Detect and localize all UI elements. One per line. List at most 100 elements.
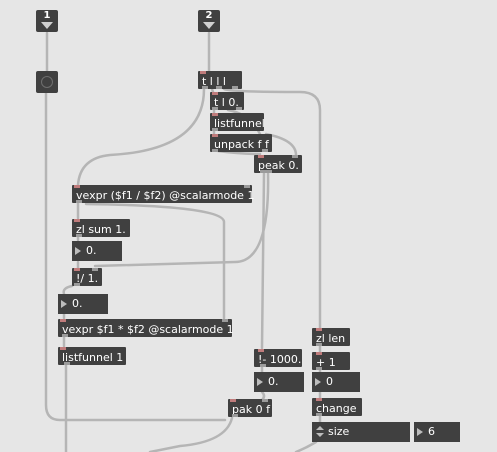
cord-peak-line — [93, 171, 270, 268]
trigger-object[interactable]: t l l l — [198, 71, 242, 89]
number-triangle-icon — [257, 378, 263, 386]
outlet-port — [212, 128, 218, 131]
inlet-port — [262, 399, 268, 402]
zl-len-text: zl len — [316, 332, 346, 345]
trigger-li-object[interactable]: t l 0. — [210, 92, 244, 110]
zl-sum-object[interactable]: zl sum 1. — [72, 219, 130, 237]
listfunnel-1-object[interactable]: listfunnel 1 — [58, 347, 126, 365]
toggle[interactable] — [36, 71, 58, 93]
updown-arrows-icon — [316, 425, 324, 439]
inlet-port — [292, 155, 298, 158]
inlet-1-number: 1 — [43, 10, 51, 21]
reverse-subtract-text: !- 1000. — [258, 353, 302, 366]
outlet-port — [64, 362, 70, 365]
inlet-port — [60, 347, 66, 350]
number-triangle-icon — [61, 300, 67, 308]
trigger-li-text: t l 0. — [214, 96, 239, 109]
outlet-port — [316, 413, 322, 416]
change-object[interactable]: change — [312, 398, 362, 416]
inlet-port — [316, 398, 322, 401]
up-arrow-icon — [316, 426, 324, 430]
plus-object[interactable]: + 1 — [312, 352, 350, 370]
cord-trigger-right — [222, 87, 322, 330]
down-arrow-icon — [316, 433, 324, 437]
cord-vexpr-right — [84, 202, 226, 320]
inlet-port — [244, 185, 250, 188]
inlet-port — [316, 328, 322, 331]
number-mid-value: 0. — [72, 297, 83, 310]
inlet-port — [212, 134, 218, 137]
change-text: change — [316, 402, 357, 415]
inlet-port — [316, 352, 322, 355]
unpack-object[interactable]: unpack f f — [210, 134, 272, 152]
listfunnel-1-text: listfunnel 1 — [62, 351, 124, 364]
number-box-rsub[interactable]: 0. — [254, 372, 304, 392]
cord-umenu-out — [294, 440, 318, 452]
reverse-divide-text: !/ 1. — [76, 272, 99, 285]
inlet-port — [258, 349, 264, 352]
number-len-value: 0 — [326, 375, 333, 388]
vexpr-multiply-object[interactable]: vexpr $f1 * $f2 @scalarmode 1 — [58, 319, 234, 337]
outlet-port — [262, 149, 268, 152]
number-box-sum[interactable]: 0. — [72, 241, 122, 261]
trigger-text: t l l l — [202, 75, 226, 88]
attrui-size-value[interactable]: 6 — [414, 422, 460, 442]
vexpr-divide-object[interactable]: vexpr ($f1 / $f2) @scalarmode 1 — [72, 185, 255, 203]
zl-len-object[interactable]: zl len — [312, 328, 350, 346]
pak-text: pak 0 f — [232, 403, 270, 416]
inlet-port — [74, 219, 80, 222]
reverse-subtract-object[interactable]: !- 1000. — [254, 349, 302, 367]
unpack-text: unpack f f — [214, 138, 269, 151]
outlet-port — [232, 414, 238, 417]
listfunnel-object[interactable]: listfunnel — [210, 113, 265, 131]
number-box-mid[interactable]: 0. — [58, 294, 108, 314]
vexpr-multiply-text: vexpr $f1 * $f2 @scalarmode 1 — [62, 323, 234, 336]
peak-object[interactable]: peak 0. — [254, 155, 302, 173]
attrui-size[interactable]: size — [312, 422, 410, 442]
outlet-port — [76, 200, 82, 203]
outlet-port — [216, 86, 222, 89]
inlet-arrow-icon — [203, 22, 215, 29]
inlet-port — [60, 319, 66, 322]
inlet-port — [74, 185, 80, 188]
number-box-len[interactable]: 0 — [312, 372, 360, 392]
zl-sum-text: zl sum 1. — [76, 223, 126, 236]
outlet-port — [260, 364, 266, 367]
inlet-port — [200, 71, 206, 74]
outlet-port — [74, 283, 80, 286]
cord-trigger-left — [76, 87, 206, 187]
number-triangle-icon — [417, 428, 423, 436]
size-value: 6 — [428, 425, 435, 438]
plus-text: + 1 — [316, 356, 336, 369]
number-triangle-icon — [315, 378, 321, 386]
attrui-label: size — [328, 425, 350, 438]
outlet-port — [232, 86, 238, 89]
peak-text: peak 0. — [258, 159, 299, 172]
outlet-port — [202, 86, 208, 89]
listfunnel-text: listfunnel — [214, 117, 265, 130]
inlet-1[interactable]: 1 — [36, 10, 58, 32]
number-triangle-icon — [75, 247, 81, 255]
inlet-2-number: 2 — [205, 10, 213, 21]
number-sum-value: 0. — [86, 244, 97, 257]
reverse-divide-object[interactable]: !/ 1. — [72, 268, 102, 286]
inlet-2[interactable]: 2 — [198, 10, 220, 32]
cord-peak-rsub — [260, 171, 266, 350]
vexpr-divide-text: vexpr ($f1 / $f2) @scalarmode 1 — [76, 189, 255, 202]
outlet-port — [316, 343, 322, 346]
cord-rdiv-num — [62, 284, 74, 296]
outlet-port — [266, 170, 272, 173]
pak-object[interactable]: pak 0 f — [228, 399, 272, 417]
inlet-port — [212, 113, 218, 116]
inlet-port — [258, 155, 264, 158]
outlet-port — [212, 149, 218, 152]
outlet-port — [76, 234, 82, 237]
inlet-port — [92, 268, 98, 271]
inlet-port — [230, 399, 236, 402]
cord-pak-out — [148, 416, 234, 452]
outlet-port — [260, 170, 266, 173]
outlet-port — [212, 107, 218, 110]
toggle-ring-icon — [41, 76, 53, 88]
inlet-arrow-icon — [41, 22, 53, 29]
